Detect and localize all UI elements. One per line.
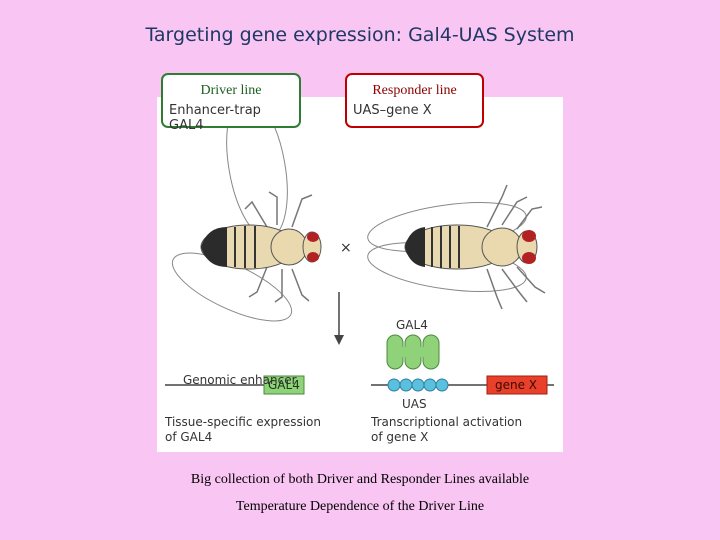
gal4-box-label: GAL4 bbox=[268, 378, 300, 393]
tissue-caption: Tissue-specific expression of GAL4 bbox=[165, 415, 321, 445]
responder-line-label: Responder line bbox=[347, 83, 482, 99]
gene-x-label: gene X bbox=[495, 378, 537, 393]
note-line-2: Temperature Dependence of the Driver Lin… bbox=[0, 499, 720, 515]
responder-line-box: Responder line UAS–gene X bbox=[345, 73, 484, 128]
slide-title: Targeting gene expression: Gal4-UAS Syst… bbox=[0, 24, 720, 46]
cross-symbol: × bbox=[340, 240, 352, 256]
gal4-uas-figure: × bbox=[157, 97, 563, 452]
tissue-caption-line1: Tissue-specific expression bbox=[165, 415, 321, 430]
activation-caption: Transcriptional activation of gene X bbox=[371, 415, 522, 445]
activation-caption-line1: Transcriptional activation bbox=[371, 415, 522, 430]
activation-caption-line2: of gene X bbox=[371, 430, 522, 445]
responder-construct-label: UAS–gene X bbox=[353, 103, 432, 118]
driver-construct-label: Enhancer-trap GAL4 bbox=[169, 103, 299, 133]
driver-line-label: Driver line bbox=[163, 83, 299, 99]
uas-label: UAS bbox=[402, 397, 427, 412]
down-arrow-icon bbox=[334, 292, 344, 345]
gal4-protein-illustration bbox=[387, 335, 439, 369]
tissue-caption-line2: of GAL4 bbox=[165, 430, 321, 445]
driver-line-box: Driver line Enhancer-trap GAL4 bbox=[161, 73, 301, 128]
figure-artwork: × bbox=[157, 97, 563, 452]
responder-fly-illustration bbox=[365, 185, 545, 309]
uas-sites-illustration bbox=[388, 379, 448, 391]
note-line-1: Big collection of both Driver and Respon… bbox=[0, 472, 720, 488]
gal4-protein-label: GAL4 bbox=[396, 318, 428, 333]
